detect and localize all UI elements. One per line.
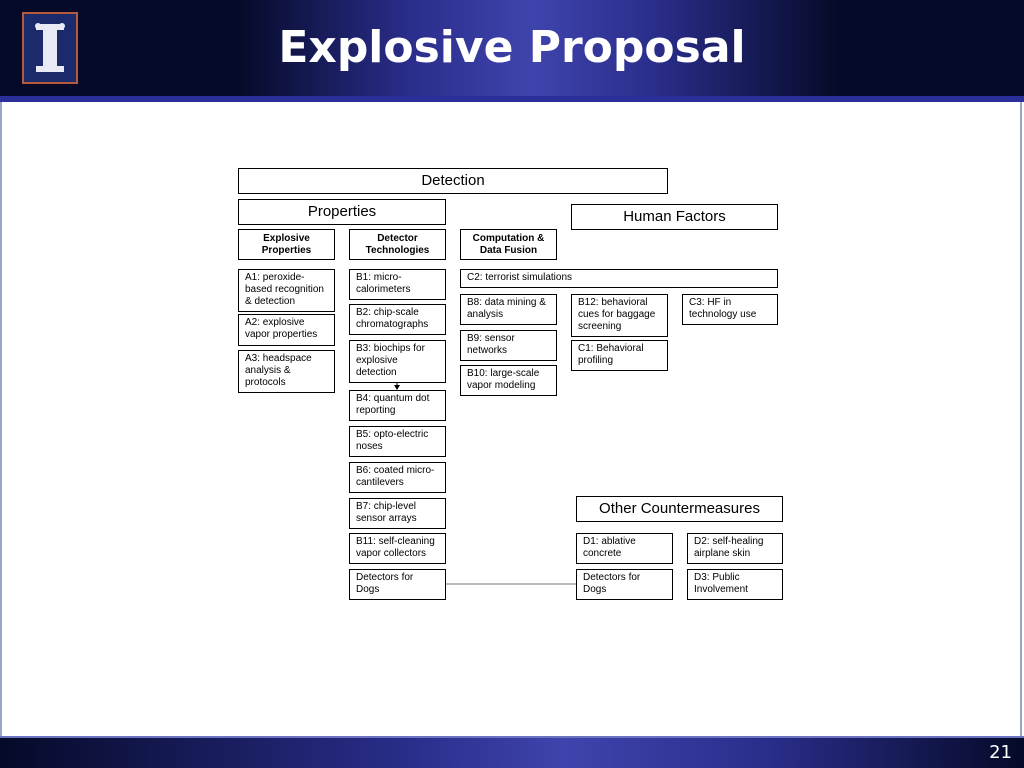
b3-box: B3: biochips for explosive detection <box>349 340 446 383</box>
b6-box: B6: coated micro-cantilevers <box>349 462 446 493</box>
d1-box: D1: ablative concrete <box>576 533 673 564</box>
b12-box: B12: behavioral cues for baggage screeni… <box>571 294 668 337</box>
footer-divider <box>0 736 1024 738</box>
explosive-properties-header: Explosive Properties <box>238 229 335 260</box>
other-countermeasures-box: Other Countermeasures <box>576 496 783 522</box>
d2-box: D2: self-healing airplane skin <box>687 533 783 564</box>
header-bar <box>0 0 1024 98</box>
b9-box: B9: sensor networks <box>460 330 557 361</box>
detectors-for-dogs-box: Detectors for Dogs <box>349 569 446 600</box>
header-divider <box>0 96 1024 102</box>
b5-box: B5: opto-electric noses <box>349 426 446 457</box>
c2-box: C2: terrorist simulations <box>460 269 778 288</box>
detection-box: Detection <box>238 168 668 194</box>
human-factors-box: Human Factors <box>571 204 778 230</box>
university-logo <box>22 12 78 84</box>
detectors-for-dogs-box-2: Detectors for Dogs <box>576 569 673 600</box>
a1-box: A1: peroxide-based recognition & detecti… <box>238 269 335 312</box>
a2-box: A2: explosive vapor properties <box>238 314 335 346</box>
column-icon <box>35 23 65 72</box>
slide-content <box>0 102 1022 736</box>
d3-box: D3: Public Involvement <box>687 569 783 600</box>
page-number: 21 <box>989 742 1012 763</box>
b4-box: B4: quantum dot reporting <box>349 390 446 421</box>
computation-header: Computation & Data Fusion <box>460 229 557 260</box>
a3-box: A3: headspace analysis & protocols <box>238 350 335 393</box>
c3-box: C3: HF in technology use <box>682 294 778 325</box>
b8-box: B8: data mining & analysis <box>460 294 557 325</box>
b7-box: B7: chip-level sensor arrays <box>349 498 446 529</box>
b11-box: B11: self-cleaning vapor collectors <box>349 533 446 564</box>
c1-box: C1: Behavioral profiling <box>571 340 668 371</box>
b2-box: B2: chip-scale chromatographs <box>349 304 446 335</box>
properties-box: Properties <box>238 199 446 225</box>
b10-box: B10: large-scale vapor modeling <box>460 365 557 396</box>
footer-bar <box>0 736 1024 768</box>
b1-box: B1: micro-calorimeters <box>349 269 446 300</box>
slide-title: Explosive Proposal <box>278 22 746 73</box>
detector-technologies-header: Detector Technologies <box>349 229 446 260</box>
